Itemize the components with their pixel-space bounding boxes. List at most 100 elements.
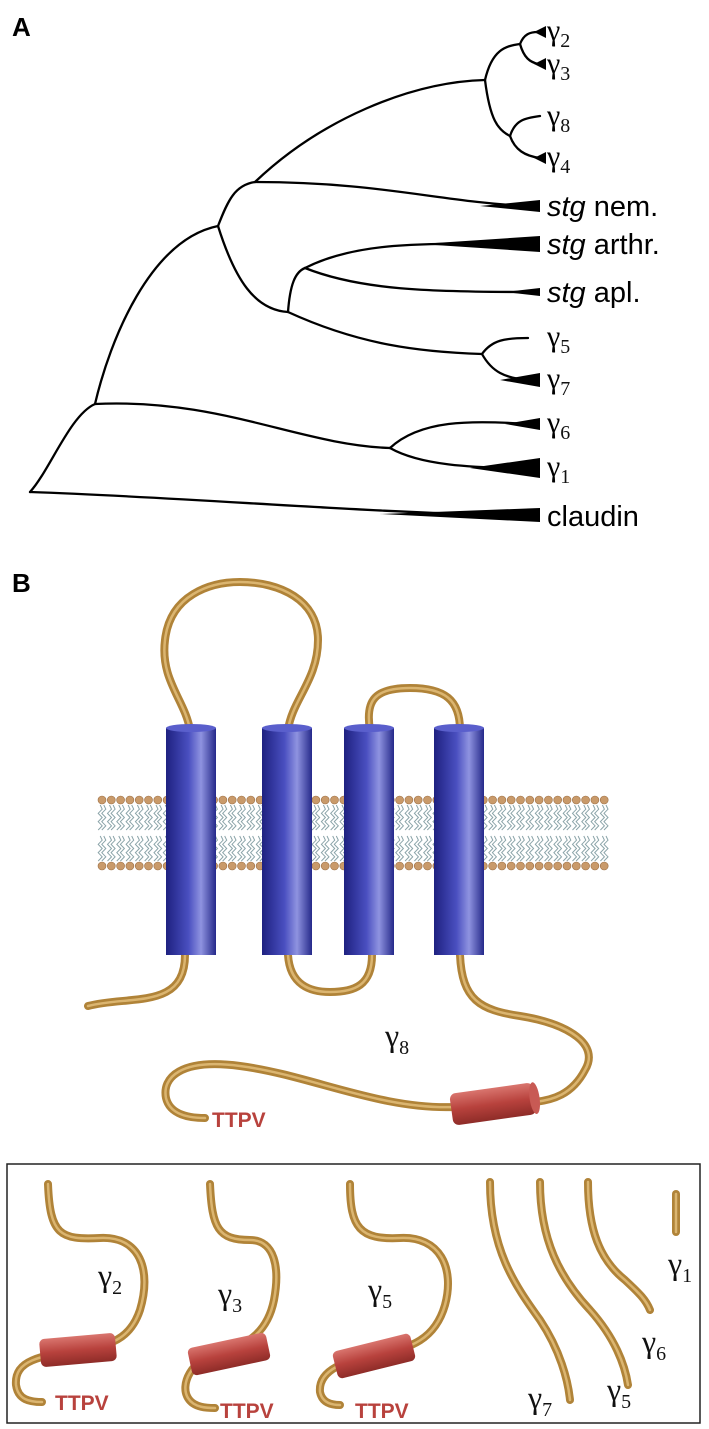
branch-gamma-2384: [253, 78, 487, 184]
lipid-head: [423, 861, 432, 871]
lipid-tail: [110, 835, 116, 862]
helix-tm2: [262, 724, 312, 955]
lipid-tail: [413, 804, 420, 831]
lipid-tail: [311, 804, 317, 831]
lipid-tail: [603, 804, 609, 831]
lipid-head: [395, 861, 404, 871]
lipid-tail: [426, 804, 432, 831]
inset-motif-3: TTPV: [355, 1400, 409, 1423]
branch-g5: [480, 336, 530, 356]
lipid-head: [590, 861, 600, 871]
lipid-tail: [519, 835, 525, 862]
lipid-tail: [547, 804, 553, 831]
lipid-tail: [97, 804, 103, 831]
leaf-label: stg arthr.: [547, 229, 660, 261]
lipid-tail: [246, 835, 252, 862]
lipid-head: [125, 795, 135, 805]
lipid-head: [534, 861, 544, 871]
inset-motif-2: TTPV: [220, 1400, 274, 1423]
lipid-tail: [594, 835, 600, 862]
lipid-head: [497, 795, 507, 805]
lipid-tail: [255, 804, 261, 831]
inset-tail-4-highlight: [488, 1180, 572, 1402]
lipid-tail: [482, 804, 488, 831]
lipid-tail: [339, 835, 345, 862]
lipid-head: [330, 861, 339, 871]
lipid-tail: [315, 835, 321, 862]
branch-g84: [483, 78, 512, 138]
lipid-tail: [538, 835, 544, 862]
lipid-tail: [590, 835, 596, 862]
lipid-head: [218, 795, 228, 805]
lipid-tail: [218, 804, 224, 831]
lipid-tail: [525, 804, 531, 831]
lipid-tail: [571, 804, 578, 831]
lipid-head: [599, 861, 609, 871]
lipid-tail: [562, 835, 568, 862]
branch-clade-g6g1: [93, 402, 392, 450]
lipid-tail: [389, 835, 395, 862]
inset-tail-6: [584, 1178, 654, 1314]
lipid-tail: [222, 804, 228, 831]
phylogenetic-tree: [28, 26, 546, 522]
ttpv-motif-label: TTPV: [212, 1109, 266, 1132]
helix-tm4: [434, 724, 484, 955]
lipid-head: [97, 795, 107, 805]
lipid-tail: [404, 804, 410, 831]
lipid-head: [553, 795, 563, 805]
leaf-label: stg nem.: [547, 191, 658, 223]
lipid-tail: [553, 835, 559, 862]
lipid-tail: [488, 804, 494, 831]
lipid-tail: [129, 804, 135, 831]
lipid-tail: [231, 804, 237, 831]
lipid-tail: [547, 835, 553, 862]
lipid-head: [506, 795, 516, 805]
inset-tail-5-highlight: [538, 1180, 630, 1387]
lipid-tail: [590, 804, 596, 831]
leaf-label: γ8: [546, 99, 570, 137]
lipid-tail: [237, 835, 243, 862]
lipid-tail: [603, 835, 609, 862]
branch-g3: [518, 42, 540, 66]
inset-red-box-3: [332, 1333, 416, 1379]
lipid-tail: [404, 835, 410, 862]
lipid-tail: [516, 804, 522, 831]
lipid-tail: [227, 804, 234, 831]
inset-label-3: γ5: [367, 1271, 392, 1313]
lipid-tail: [138, 835, 144, 862]
lipid-head: [571, 795, 581, 805]
lipid-head: [125, 861, 135, 871]
lipid-tail: [528, 835, 535, 862]
branch-apl: [303, 266, 530, 294]
lipid-head: [218, 861, 228, 871]
lipid-tail: [240, 804, 246, 831]
lipid-head: [525, 861, 535, 871]
branch-g7: [480, 352, 530, 382]
lipid-tail: [110, 804, 116, 831]
lipid-tail: [594, 804, 600, 831]
lipid-tail: [553, 804, 559, 831]
lipid-head: [562, 795, 572, 805]
panel-a-letter: A: [12, 12, 31, 42]
lipid-tail: [575, 835, 581, 862]
extracellular-loop-2-highlight: [367, 686, 462, 732]
lipid-head: [153, 795, 163, 805]
lipid-head: [116, 861, 125, 871]
lipid-head: [395, 795, 404, 805]
helix-tm1: [166, 724, 216, 955]
lipid-tail: [556, 804, 563, 831]
lipid-tail: [101, 804, 107, 831]
intracellular-loop-highlight: [286, 953, 374, 994]
lipid-head: [488, 795, 497, 805]
lipid-head: [544, 795, 553, 805]
lipid-tail: [510, 804, 516, 831]
lipid-tail: [106, 804, 113, 831]
lipid-tail: [134, 835, 141, 862]
leaf-label: γ3: [546, 47, 570, 85]
lipid-tail: [119, 804, 126, 831]
lipid-tail: [125, 835, 131, 862]
branch-g23: [483, 42, 522, 82]
lipid-tail: [249, 835, 256, 862]
wedge-nem: [480, 200, 540, 212]
lipid-head: [311, 861, 321, 871]
